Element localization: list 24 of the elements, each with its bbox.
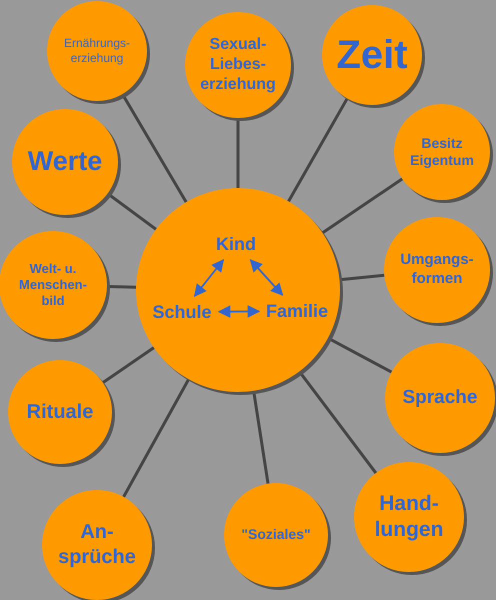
node-label: Familie [263, 299, 331, 323]
node-label: Rituale [26, 400, 94, 424]
node-label: Schule [149, 300, 215, 324]
connector-line [339, 274, 384, 282]
node-label: Zeit [335, 32, 409, 79]
node-label: Werte [26, 145, 104, 178]
node-label: "Soziales" [240, 526, 312, 544]
node-label: Kind [213, 232, 259, 256]
connector-line [102, 346, 155, 384]
node-label: Welt- u. Menschen- bild [18, 260, 88, 310]
node-label: Sexual- Liebes- erziehung [199, 35, 277, 95]
node-label: Besitz Eigentum [409, 134, 475, 170]
connector-line [287, 98, 349, 202]
node-label: An- sprüche [57, 520, 137, 570]
double-arrow [250, 259, 284, 296]
node-label: Ernährungs- erziehung [62, 36, 132, 66]
connector-line [322, 178, 404, 234]
double-arrow [218, 305, 260, 318]
node-label: Sprache [402, 386, 478, 410]
connector-line [236, 118, 240, 188]
connector-line [122, 378, 190, 498]
node-label: Umgangs- formen [399, 251, 475, 289]
node-label: Hand- lungen [374, 490, 444, 543]
double-arrow [194, 259, 224, 297]
